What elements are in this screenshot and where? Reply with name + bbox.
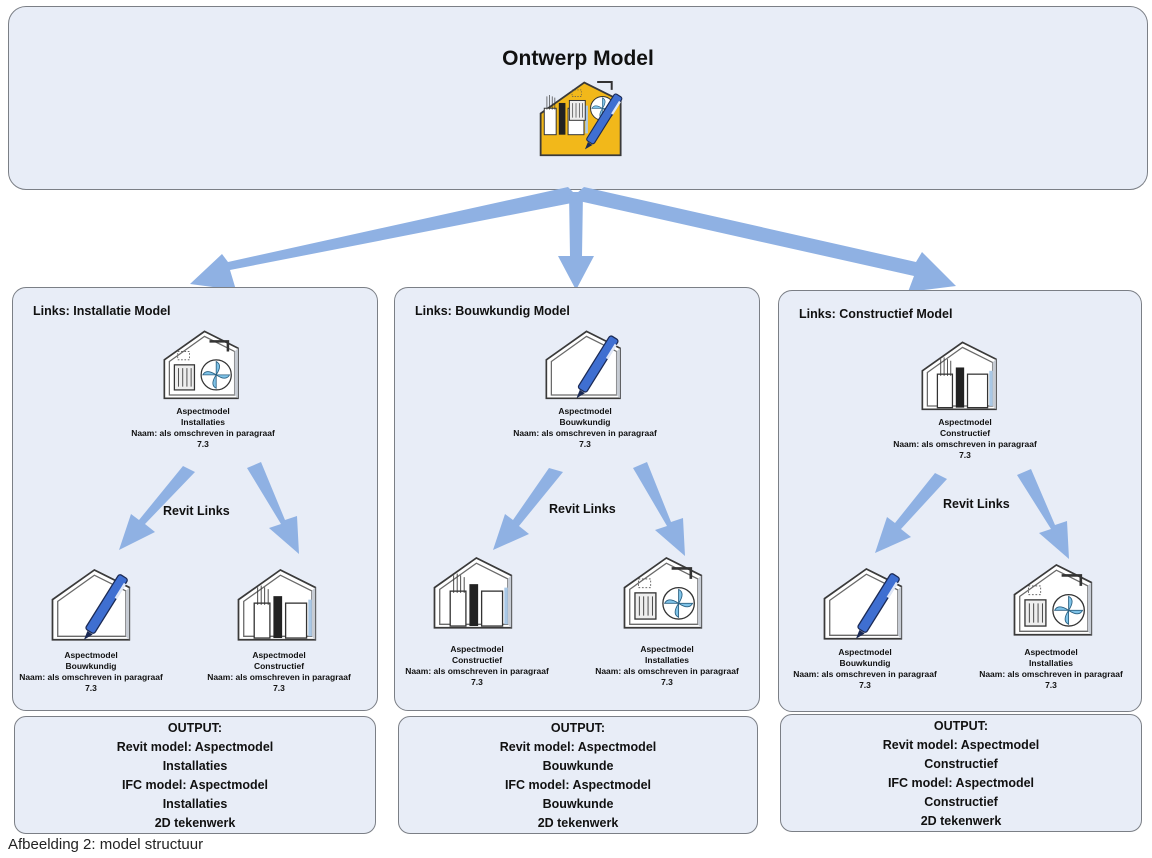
diagram-title: Ontwerp Model — [502, 47, 654, 70]
panel-title: Links: Constructief Model — [799, 307, 953, 321]
constructief-house-icon — [235, 564, 331, 644]
installatie-house-icon — [621, 552, 717, 632]
arrow-to-constructief — [570, 187, 956, 292]
panel-title: Links: Bouwkundig Model — [415, 304, 570, 318]
revit-link-arrows — [875, 469, 1069, 559]
installatie-house-icon — [1011, 559, 1107, 639]
panel-title: Links: Installatie Model — [33, 304, 171, 318]
ontwerp-model-box: Ontwerp Model — [8, 6, 1148, 190]
revit-link-arrows — [119, 462, 299, 554]
bouwkundig-house-icon — [821, 563, 917, 643]
revit-links-label: Revit Links — [549, 502, 616, 516]
constructief-house-icon — [431, 552, 527, 632]
arrow-to-bouwkundig — [558, 192, 594, 290]
ontwerp-model-icon — [539, 80, 624, 157]
revit-links-label: Revit Links — [943, 497, 1010, 511]
revit-links-label: Revit Links — [163, 504, 230, 518]
arrow-to-installatie — [190, 187, 582, 290]
figure-caption: Afbeelding 2: model structuur — [8, 836, 204, 853]
bouwkundig-house-icon — [49, 564, 145, 644]
revit-link-arrows — [493, 462, 685, 556]
